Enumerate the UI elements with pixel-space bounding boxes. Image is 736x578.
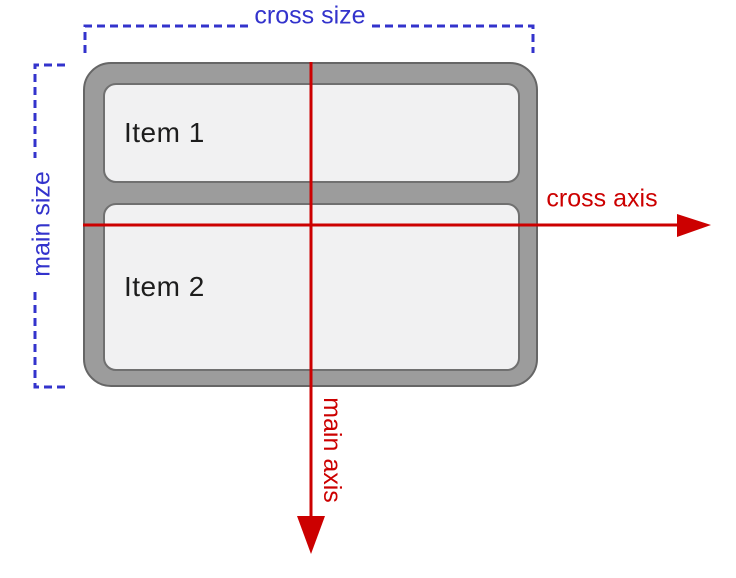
flex-item-2: Item 2 [103, 203, 520, 371]
flex-container: Item 1 Item 2 [83, 62, 538, 387]
cross-size-label: cross size [254, 1, 366, 30]
flex-item-1-label: Item 1 [124, 117, 205, 148]
main-axis-arrowhead-icon [297, 516, 325, 554]
main-size-bracket-bottom [33, 292, 67, 389]
main-size-label: main size [27, 171, 56, 277]
flex-item-2-label: Item 2 [124, 271, 205, 302]
flex-item-1: Item 1 [103, 83, 520, 183]
cross-axis-label: cross axis [546, 184, 658, 213]
cross-axis-arrowhead-icon [677, 214, 711, 237]
cross-size-bracket-left [83, 24, 248, 53]
main-axis-label: main axis [317, 397, 346, 503]
main-size-bracket-top [33, 63, 65, 158]
cross-size-bracket-right [372, 24, 535, 53]
